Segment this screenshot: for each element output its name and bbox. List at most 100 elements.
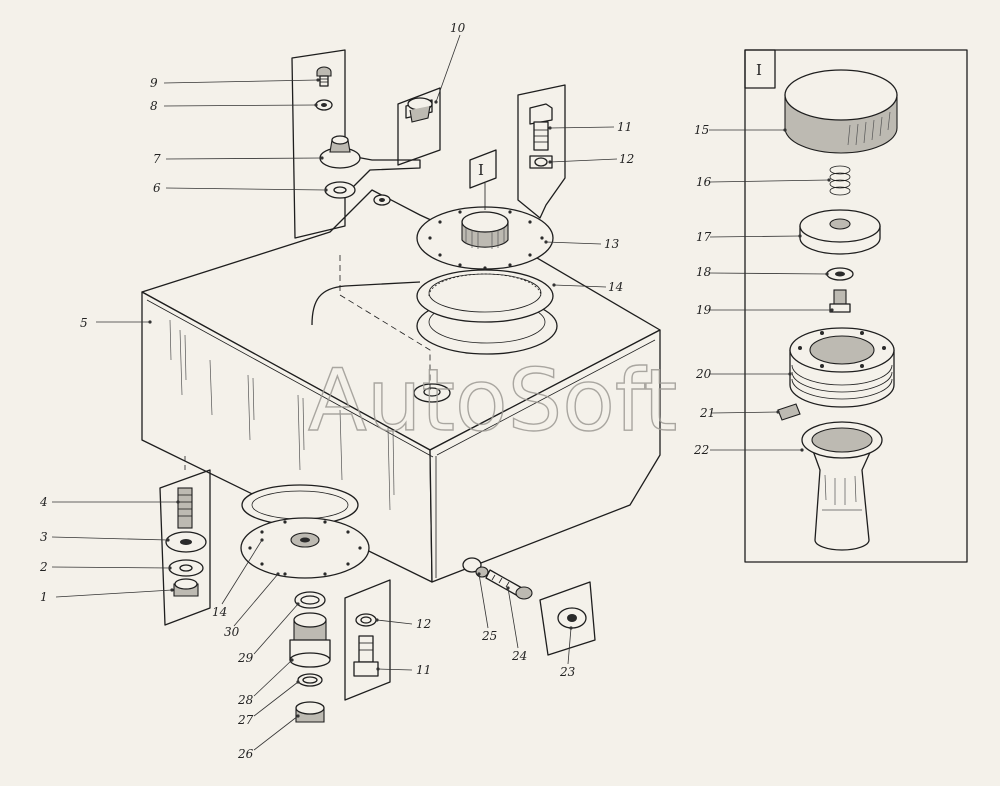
sender-panel	[291, 49, 421, 239]
callout-dot-c19	[830, 308, 834, 312]
callout-dot-c14b	[260, 538, 264, 542]
inset-label: I	[756, 61, 762, 79]
callout-leader-c12a	[549, 158, 618, 163]
callout-label-c20: 20	[695, 367, 712, 381]
callout-label-c11a: 11	[617, 120, 632, 134]
callout-label-c15: 15	[694, 123, 709, 137]
callout-label-c12b: 12	[416, 617, 431, 631]
callout-label-c8: 8	[150, 99, 158, 113]
callout-label-c17: 17	[696, 230, 712, 244]
callout-label-c22: 22	[693, 443, 709, 457]
side-fitting	[462, 557, 596, 656]
callout-leader-c24	[507, 587, 519, 649]
callout-leader-c17	[709, 235, 801, 238]
callout-label-c14b: 14	[212, 605, 227, 619]
bolt-panel-bottom	[344, 579, 391, 701]
filler-neck-assembly: I	[416, 149, 558, 355]
callout-dot-c12b	[375, 618, 379, 622]
callout-leader-c9	[163, 79, 319, 84]
callout-dot-c3	[166, 538, 170, 542]
callout-leader-c27	[253, 681, 299, 717]
callout-leader-c25	[478, 573, 489, 629]
callout-label-c10: 10	[450, 21, 466, 35]
callout-dot-c14a	[552, 283, 556, 287]
callout-leader-c28	[253, 659, 293, 697]
callout-label-c27: 27	[237, 713, 254, 727]
callout-label-c7: 7	[153, 152, 161, 166]
callout-label-c2: 2	[39, 560, 48, 574]
callout-label-c19: 19	[696, 303, 712, 317]
callout-label-c3: 3	[40, 530, 48, 544]
callout-label-c24: 24	[511, 649, 527, 663]
outlet-stack	[289, 591, 331, 723]
callout-dot-c13	[544, 240, 548, 244]
callout-dot-c24	[506, 586, 510, 590]
callout-label-c21: 21	[699, 406, 715, 420]
callout-label-c9: 9	[150, 76, 158, 90]
callout-dot-c7	[320, 156, 324, 160]
callout-label-c23: 23	[559, 665, 576, 679]
filler-cap-inset: I	[744, 49, 968, 563]
callout-leader-c23	[567, 627, 572, 665]
callout-leader-c14b	[221, 539, 263, 605]
callout-leader-c21	[711, 411, 779, 414]
callout-dot-c1	[170, 588, 174, 592]
callout-label-c30: 30	[224, 625, 240, 639]
callout-leader-c30	[233, 573, 279, 627]
callout-label-c14a: 14	[608, 280, 623, 294]
callout-leader-c13	[545, 241, 602, 245]
callout-label-c25: 25	[481, 629, 497, 643]
callout-dot-c18	[825, 272, 829, 276]
callout-dot-c28	[290, 658, 294, 662]
callout-dot-c30	[276, 572, 280, 576]
callout-dot-c8	[314, 103, 318, 107]
callout-label-c12a: 12	[619, 152, 634, 166]
callout-leader-c1	[55, 589, 173, 598]
callout-dot-c4	[176, 500, 180, 504]
callout-leader-c14a	[553, 284, 607, 288]
callout-dot-c16	[827, 178, 831, 182]
callout-dot-c12a	[548, 160, 552, 164]
callout-dot-c11a	[548, 126, 552, 130]
callout-leader-c3	[51, 536, 169, 541]
callout-dot-c9	[316, 78, 320, 82]
bolt-panel-top	[517, 84, 566, 219]
callout-dot-c22	[800, 448, 804, 452]
callout-dot-c2	[168, 566, 172, 570]
callout-dot-c25	[477, 572, 481, 576]
callout-dot-c21	[776, 410, 780, 414]
callout-dot-c29	[296, 602, 300, 606]
callout-leader-c16	[709, 179, 830, 183]
callout-label-c18: 18	[696, 265, 712, 279]
callout-leader-c26	[253, 715, 299, 751]
watermark: AutoSoft	[308, 351, 677, 451]
callout-dot-c15	[783, 128, 787, 132]
callout-leader-c29	[253, 603, 299, 655]
callout-leader-c7	[165, 157, 323, 160]
callout-leader-c6	[165, 187, 327, 191]
callout-dot-c5	[148, 320, 152, 324]
callout-dot-c11b	[376, 667, 380, 671]
callout-leader-c18	[709, 272, 828, 275]
callout-leader-c8	[163, 104, 317, 107]
callout-label-c16: 16	[696, 175, 712, 189]
callout-leader-c11b	[377, 668, 413, 671]
callout-dot-c6	[324, 188, 328, 192]
callout-dot-c20	[788, 372, 792, 376]
callout-dot-c27	[296, 680, 300, 684]
callout-dot-c23	[569, 626, 573, 630]
bottom-flange	[240, 484, 370, 579]
callout-leader-c2	[51, 566, 171, 569]
callout-label-c1: 1	[40, 590, 48, 604]
callout-label-c4: 4	[39, 495, 48, 509]
callout-label-c26: 26	[237, 747, 254, 761]
callout-label-c5: 5	[80, 316, 88, 330]
callout-label-c11b: 11	[416, 663, 431, 677]
callout-labels: 1234567891011121314151617181920212223242…	[39, 21, 834, 761]
callout-leader-c11a	[549, 126, 615, 129]
plug-10	[397, 87, 441, 166]
callout-leader-c12b	[376, 619, 413, 625]
callout-label-c28: 28	[237, 693, 254, 707]
callout-dot-c17	[798, 234, 802, 238]
